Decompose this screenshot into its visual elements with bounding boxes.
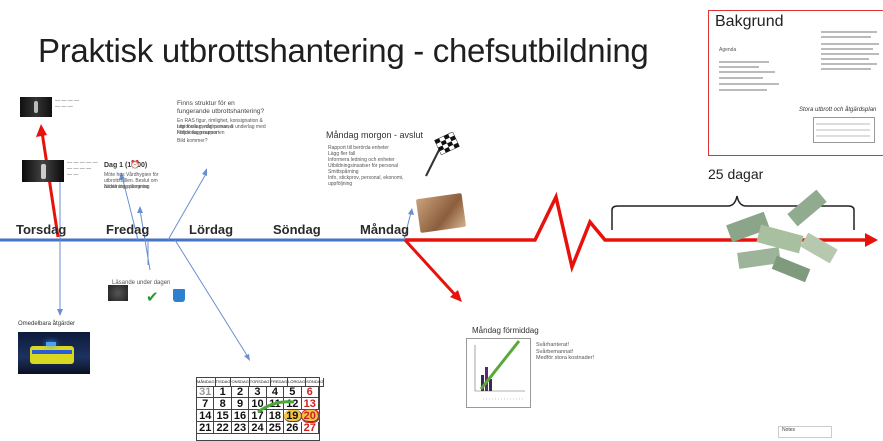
day-label-lordag: Lördag [189,222,234,237]
red-arrow-up [40,131,60,238]
cal-day: 17 [249,410,267,422]
dark-corridor-image [20,97,52,117]
slide-title: Praktisk utbrottshantering - chefsutbild… [38,32,649,69]
cal-day: 22 [214,422,232,434]
cal-day: 5 [284,386,302,398]
mm-bullet-2: Lägg fler fall [328,151,356,157]
cal-day-highlight: 20 [300,409,320,423]
cal-day: 18 [266,410,285,422]
cal-day: 24 [249,422,267,434]
cal-day: 21 [197,422,215,434]
dag1-text-1: Möte hos Vårdhygien för utbrottsfallen. … [104,172,159,190]
day-label-fredag: Fredag [106,222,150,237]
day-label-mandag: Måndag [360,222,410,237]
calendar-image: MÅNDAG TISDAG ONSDAG TORSDAG FREDAG LÖRD… [196,377,325,441]
checkered-flag-icon [425,132,460,177]
thumb-caption-1: — — — —— — — [55,98,80,110]
day-label-sondag: Söndag [273,222,321,237]
bakgrund-table [813,117,875,143]
dark-figure-image [22,160,64,182]
fuzzy-bullet-3: Följde tagg rapporten [177,130,225,136]
ambulance-image [18,332,90,374]
cost-chart-thumb [474,340,525,400]
cal-day: 4 [266,386,285,398]
omedelbara-label: Omedelbara åtgärder [18,321,76,327]
cal-weekday: FREDAG [270,378,289,387]
mm-bullet-6: Info, stickprov, personal, ekonomi, uppf… [328,175,404,187]
cal-day: 3 [249,386,267,398]
cal-weekday: SÖNDAG [306,378,325,387]
formiddag-line-1: Svårhanterat! [536,342,570,348]
clock-icon: ⏰ [130,160,140,169]
cal-day: 27 [301,422,319,434]
fuzzy-bullet-2: Lite förslag, några svar, & underlag med… [177,124,266,136]
cal-day: 16 [231,410,250,422]
cal-weekday: ONSDAG [231,378,250,387]
cal-day: 31 [197,386,215,398]
fuzzy-bullet-1: En RAS figur, rimlighet, konsignation & … [177,118,263,130]
cal-day: 23 [231,422,250,434]
blue-arrows [59,171,412,358]
cal-day: 9 [231,398,250,410]
bakgrund-footer: Stora utbrott och åtgärdsplan [799,107,877,113]
cal-day: 2 [231,386,250,398]
fuzzy-slide-title: Finns struktur för en fungerande utbrott… [177,100,265,115]
mandag-morgon-title: Måndag morgon - avslut [326,130,424,140]
money-pile-image [718,189,838,290]
mandag-formiddag-title: Måndag förmiddag [472,326,539,335]
cal-day: 15 [214,410,232,422]
cost-chart-card [466,338,531,408]
day-label-torsdag: Torsdag [16,222,67,237]
cal-day: 13 [301,398,319,410]
dag1-title: Dag 1 (18.00) [104,162,148,169]
trash-bin-icon [173,289,185,302]
mm-bullet-1: Rapport till berörda enheter [328,145,389,151]
cal-day: 1 [214,386,232,398]
cal-day: 25 [266,422,285,434]
lasande-title: Läsande under dagen [112,280,171,286]
fuzzy-foot: Bild kommer? [177,138,208,144]
dag1-text-2: Nästa steg planeras [104,184,149,190]
cal-day: 14 [197,410,215,422]
thumb-caption-2: — — — — —— — — —— — [67,160,98,178]
mm-bullet-3: Informera ledning och enheter [328,157,395,163]
cal-weekday: LÖRDAG [288,378,307,387]
cal-weekday: TISDAG [215,378,232,387]
timeline-red-ecg [405,191,865,273]
people-image [108,285,128,301]
cal-weekday: MÅNDAG [197,378,216,387]
mm-bullet-4: Utbildningsinsatser för personal [328,163,399,169]
cal-day: 10 [249,398,267,410]
duration-bracket [611,195,855,230]
cal-day: 7 [197,398,215,410]
timeline-arrowhead [865,233,878,247]
cal-day: 8 [214,398,232,410]
cal-weekday: TORSDAG [249,378,271,387]
mm-bullet-5: Smittspårning [328,169,359,175]
duration-label: 25 dagar [708,166,764,182]
bakgrund-slide-thumb: Bakgrund Agenda Stora utbrott och åtgärd… [708,10,883,156]
checkmark-icon: ✔ [146,289,159,306]
formiddag-line-3: Medför stora kostnader! [536,355,595,361]
red-arrow-down [403,238,460,300]
bakgrund-agenda: Agenda [719,47,737,53]
formiddag-line-2: Svårbemannat! [536,348,574,355]
cal-day: 6 [301,386,319,398]
notes-panel[interactable]: Notes [778,426,832,438]
cal-day: 26 [284,422,302,434]
bakgrund-title: Bakgrund [715,13,784,30]
cal-day-highlight: 19 [284,410,302,422]
calendar-green-stroke [257,400,295,414]
banknote-image [415,192,467,234]
